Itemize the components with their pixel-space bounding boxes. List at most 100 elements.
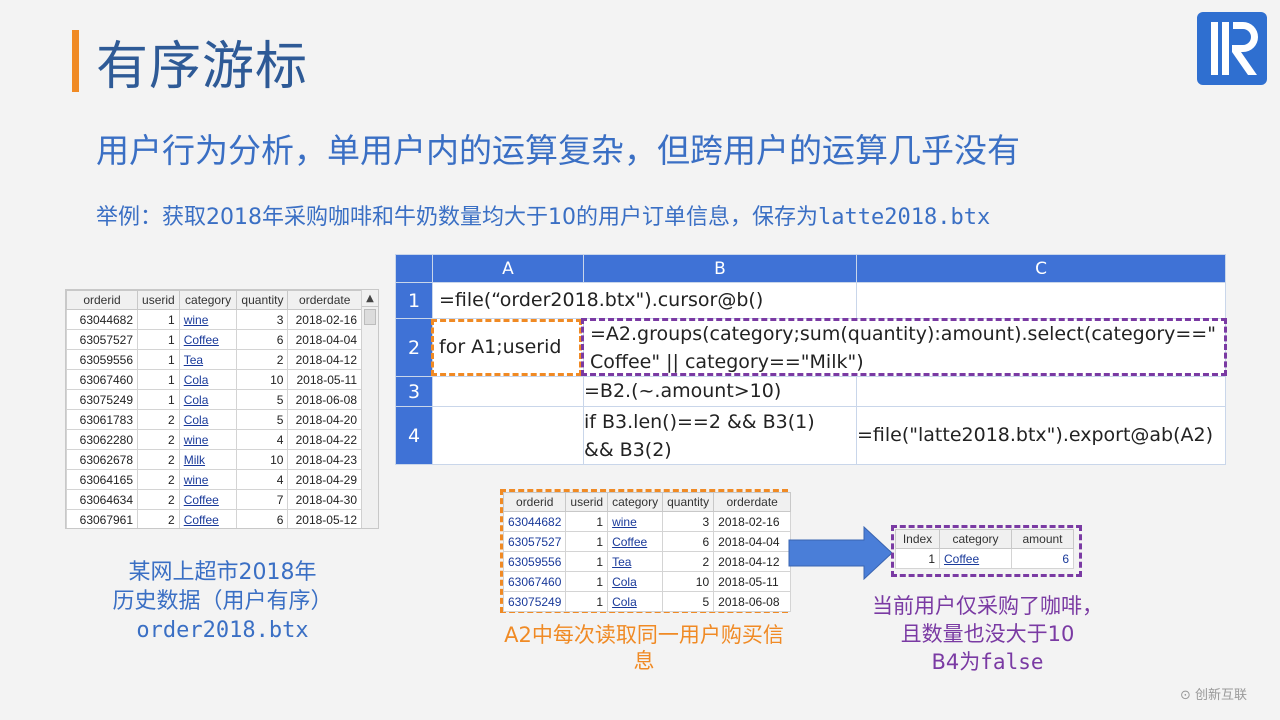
grid-cell-a1[interactable]: =file(“order2018.btx").cursor@b() xyxy=(432,282,857,319)
table-cell[interactable]: 1 xyxy=(565,511,609,532)
table-cell[interactable]: 5 xyxy=(236,389,289,410)
table-cell[interactable]: 2018-02-16 xyxy=(287,309,362,330)
table-cell[interactable]: 2 xyxy=(137,469,180,490)
table-cell[interactable]: 63062280 xyxy=(66,429,139,450)
column-header[interactable]: orderid xyxy=(66,290,139,310)
table-cell[interactable]: 6 xyxy=(662,531,715,552)
table-cell[interactable]: 1 xyxy=(895,548,940,569)
table-cell[interactable]: Coffee xyxy=(178,329,238,350)
column-header[interactable]: userid xyxy=(565,492,609,512)
table-cell[interactable]: 5 xyxy=(236,409,289,430)
table-cell[interactable]: Coffee xyxy=(178,489,238,510)
column-header[interactable]: orderdate xyxy=(287,290,362,310)
table-cell[interactable]: 63044682 xyxy=(502,511,567,532)
table-cell[interactable]: wine xyxy=(178,469,238,490)
grid-cell-b3[interactable]: =B2.(~.amount>10) xyxy=(583,376,857,407)
table-cell[interactable]: 1 xyxy=(137,369,180,390)
table-cell[interactable]: 2018-04-12 xyxy=(287,349,362,370)
table-cell[interactable]: 2018-06-08 xyxy=(287,389,362,410)
table-cell[interactable]: 2 xyxy=(662,551,715,572)
table-cell[interactable]: 1 xyxy=(137,309,180,330)
table-cell[interactable]: 1 xyxy=(565,551,609,572)
table-cell[interactable]: 2018-04-12 xyxy=(713,551,792,572)
table-cell[interactable]: 2018-05-11 xyxy=(713,571,792,592)
table-cell[interactable]: 2018-04-20 xyxy=(287,409,362,430)
column-header[interactable]: category xyxy=(178,290,238,310)
table-cell[interactable]: 63067961 xyxy=(66,509,139,528)
column-header[interactable]: category xyxy=(607,492,664,512)
grid-cell-a3[interactable] xyxy=(432,376,584,407)
table-cell[interactable]: Cola xyxy=(607,591,664,612)
column-header[interactable]: orderdate xyxy=(713,492,792,512)
table-cell[interactable]: 2 xyxy=(137,429,180,450)
column-header[interactable]: quantity xyxy=(662,492,715,512)
table-cell[interactable]: wine xyxy=(178,309,238,330)
grid-cell-a2[interactable]: for A1;userid xyxy=(432,318,584,377)
table-cell[interactable]: 4 xyxy=(236,469,289,490)
grid-cell-c4[interactable]: =file("latte2018.btx").export@ab(A2) xyxy=(856,406,1226,465)
table-cell[interactable]: 63059556 xyxy=(66,349,139,370)
table-cell[interactable]: 2 xyxy=(137,449,180,470)
table-cell[interactable]: 3 xyxy=(236,309,289,330)
grid-row-4[interactable]: 4 xyxy=(395,406,433,465)
table-cell[interactable]: 1 xyxy=(137,329,180,350)
table-cell[interactable]: 2 xyxy=(137,489,180,510)
table-cell[interactable]: 63062678 xyxy=(66,449,139,470)
column-header[interactable]: category xyxy=(939,529,1012,549)
table-cell[interactable]: 1 xyxy=(565,531,609,552)
table-cell[interactable]: 3 xyxy=(662,511,715,532)
table-cell[interactable]: 63067460 xyxy=(502,571,567,592)
table-cell[interactable]: 2018-05-11 xyxy=(287,369,362,390)
table-cell[interactable]: Tea xyxy=(607,551,664,572)
table-cell[interactable]: 2 xyxy=(137,409,180,430)
table-cell[interactable]: 2018-04-22 xyxy=(287,429,362,450)
grid-col-c[interactable]: C xyxy=(856,254,1226,283)
table-cell[interactable]: 63057527 xyxy=(502,531,567,552)
table-cell[interactable]: 10 xyxy=(236,449,289,470)
column-header[interactable]: quantity xyxy=(236,290,289,310)
table-cell[interactable]: Coffee xyxy=(178,509,238,528)
table-cell[interactable]: 2018-06-08 xyxy=(713,591,792,612)
grid-cell-c3[interactable] xyxy=(856,376,1226,407)
column-header[interactable]: orderid xyxy=(502,492,567,512)
table-cell[interactable]: 2 xyxy=(137,509,180,528)
table-cell[interactable]: 63059556 xyxy=(502,551,567,572)
grid-cell-c1[interactable] xyxy=(856,282,1226,319)
table-cell[interactable]: 1 xyxy=(565,591,609,612)
table-cell[interactable]: wine xyxy=(178,429,238,450)
table-cell[interactable]: 6 xyxy=(236,509,289,528)
table-cell[interactable]: 2018-04-04 xyxy=(287,329,362,350)
table-cell[interactable]: 2018-05-12 xyxy=(287,509,362,528)
table-cell[interactable]: 6 xyxy=(236,329,289,350)
table-cell[interactable]: 10 xyxy=(236,369,289,390)
table-cell[interactable]: 63064165 xyxy=(66,469,139,490)
table-cell[interactable]: 63061783 xyxy=(66,409,139,430)
grid-col-b[interactable]: B xyxy=(583,254,857,283)
grid-col-a[interactable]: A xyxy=(432,254,584,283)
table-cell[interactable]: Cola xyxy=(178,409,238,430)
table-cell[interactable]: Cola xyxy=(178,369,238,390)
table-cell[interactable]: 5 xyxy=(662,591,715,612)
scroll-thumb[interactable] xyxy=(364,309,376,325)
table-cell[interactable]: 2018-04-23 xyxy=(287,449,362,470)
table-cell[interactable]: 2018-04-29 xyxy=(287,469,362,490)
column-header[interactable]: userid xyxy=(137,290,180,310)
table-cell[interactable]: Milk xyxy=(178,449,238,470)
table-cell[interactable]: 1 xyxy=(565,571,609,592)
column-header[interactable]: amount xyxy=(1011,529,1074,549)
table-cell[interactable]: 1 xyxy=(137,389,180,410)
table-cell[interactable]: 1 xyxy=(137,349,180,370)
grid-cell-b4[interactable]: if B3.len()==2 && B3(1) && B3(2) xyxy=(583,406,857,465)
table-cell[interactable]: 63075249 xyxy=(502,591,567,612)
